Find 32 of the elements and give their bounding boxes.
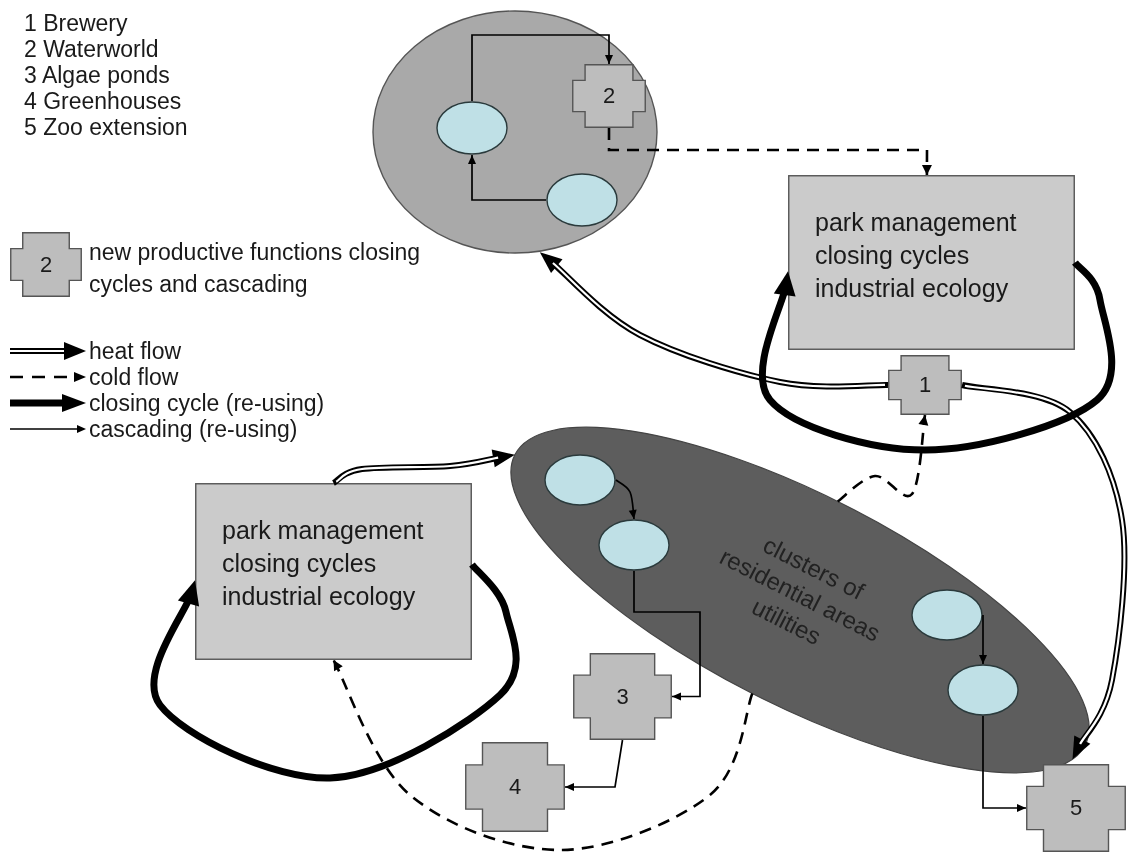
legend-label: closing cycle (re-using) <box>89 390 325 416</box>
node-label: 3 <box>615 683 630 710</box>
legend-label: new productive functions closing cycles and cascading <box>89 238 422 299</box>
key-item: 3 Algae ponds <box>24 62 170 88</box>
node-label: 4 <box>507 774 523 800</box>
node-label: 2 <box>601 83 617 109</box>
unit-ellipse <box>436 101 508 155</box>
node-label: 2 <box>38 251 54 278</box>
cross-shape <box>573 653 672 740</box>
cross-shape <box>572 64 646 128</box>
node-label: park management closing cycles industrial ecology <box>815 207 1018 304</box>
legend-label: cascading (re-using) <box>89 416 298 442</box>
key-item: 4 Greenhouses <box>24 88 182 114</box>
unit-ellipse <box>947 664 1019 716</box>
unit-ellipse <box>598 519 670 571</box>
cross-shape-sample <box>10 232 82 297</box>
management-box <box>195 483 472 660</box>
key-item: 1 Brewery <box>24 10 128 36</box>
management-box <box>788 175 1075 350</box>
node-label: 5 <box>1068 795 1084 821</box>
key-item: 2 Waterworld <box>24 36 159 62</box>
node-label: park management closing cycles industrial ecology <box>222 515 425 612</box>
unit-ellipse <box>544 454 616 506</box>
cross-shape <box>888 355 962 415</box>
legend-label: cold flow <box>89 364 179 390</box>
node-label: 1 <box>917 372 933 398</box>
unit-ellipse <box>911 589 983 641</box>
legend-label: heat flow <box>89 338 182 364</box>
key-item: 5 Zoo extension <box>24 114 188 140</box>
unit-ellipse <box>546 173 618 227</box>
cross-shape <box>465 742 565 832</box>
cross-shape <box>1026 764 1126 852</box>
